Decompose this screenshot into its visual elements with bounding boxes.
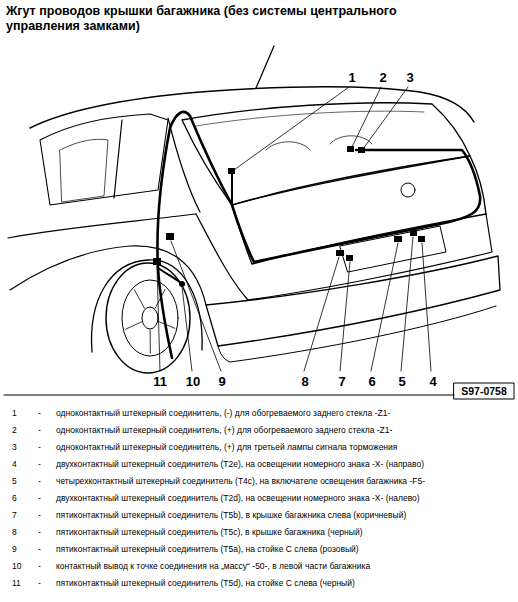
callout-number: 7 — [337, 375, 346, 390]
legend-number: 9 — [12, 545, 17, 555]
legend-number: 1 — [12, 409, 17, 419]
trunk-lid — [232, 156, 486, 264]
bumper-lower — [218, 306, 496, 362]
legend-text: четырехконтактный штекерный соединитель … — [56, 477, 425, 487]
legend-dash: - — [38, 494, 41, 504]
legend-dash: - — [38, 477, 41, 487]
window-heater — [196, 111, 424, 126]
legend-dash: - — [38, 409, 41, 419]
wiring-harness — [158, 112, 481, 358]
leader-lines — [157, 87, 431, 371]
c-pillar — [168, 118, 200, 212]
callout-number: 3 — [405, 71, 414, 86]
rim-spoke — [150, 330, 151, 353]
roof — [30, 87, 474, 128]
legend-dash: - — [38, 511, 41, 521]
side-window — [40, 114, 168, 205]
callout-number: 5 — [397, 375, 406, 390]
bumper — [206, 256, 500, 346]
legend-number: 4 — [12, 460, 17, 470]
frame-line — [4, 395, 454, 396]
tyre — [106, 263, 190, 373]
legend-dash: - — [38, 528, 41, 538]
legend-text: пятиконтактный штекерный соединитель (T5… — [56, 528, 362, 538]
rim-spoke — [125, 322, 141, 329]
hub — [142, 307, 158, 329]
legend-dash: - — [38, 562, 41, 572]
badge — [401, 183, 415, 197]
legend-dash: - — [38, 443, 41, 453]
rim-spoke — [134, 290, 144, 308]
legend-dash: - — [38, 460, 41, 470]
legend-text: пятиконтактный штекерный соединитель (T5… — [56, 545, 359, 555]
legend-number: 6 — [12, 494, 17, 504]
legend-text: одноконтактный штекерный соединитель, (-… — [56, 409, 390, 419]
callout-number: 6 — [367, 375, 376, 390]
title: Жгут проводов крышки багажника (без сист… — [6, 4, 426, 34]
legend-number: 8 — [12, 528, 17, 538]
legend-number: 10 — [12, 562, 21, 572]
callout-number: 4 — [428, 375, 437, 390]
callout-number: 2 — [378, 71, 387, 86]
legend-text: двухконтактный штекерный соединитель (T2… — [56, 494, 420, 504]
legend-dash: - — [38, 426, 41, 436]
antenna — [256, 46, 274, 88]
legend-text: одноконтактный штекерный соединитель, (+… — [56, 426, 392, 436]
harness-branch — [231, 172, 233, 205]
legend-text: контактный вывод к точке соединения на „… — [56, 562, 370, 572]
legend-dash: - — [38, 579, 41, 589]
b-pillar — [114, 120, 122, 198]
figure-code: S97-0758 — [461, 385, 507, 397]
legend-text: двухконтактный штекерный соединитель (T2… — [56, 460, 424, 470]
connector-marks — [153, 146, 425, 287]
callout-number: 1 — [347, 71, 356, 86]
legend-text: одноконтактный штекерный соединитель, (+… — [56, 443, 397, 453]
harness-branch — [158, 268, 182, 284]
callout-number: 8 — [300, 375, 309, 390]
legend-number: 5 — [12, 477, 17, 487]
headrest — [330, 136, 372, 144]
legend-number: 3 — [12, 443, 17, 453]
callout-number: 11 — [152, 375, 168, 390]
headrest — [266, 142, 310, 150]
callout-number: 9 — [217, 375, 226, 390]
legend-text: пятиконтактный штекерный соединитель (T5… — [56, 579, 355, 589]
legend-dash: - — [38, 545, 41, 555]
legend-number: 11 — [12, 579, 21, 589]
legend-text: пятиконтактный штекерный соединитель (T5… — [56, 511, 406, 521]
seat-outline — [60, 139, 108, 202]
code-box — [454, 383, 514, 399]
legend-number: 2 — [12, 426, 17, 436]
callout-number: 10 — [185, 375, 201, 390]
legend-number: 7 — [12, 511, 17, 521]
rim-spokes — [125, 289, 174, 353]
